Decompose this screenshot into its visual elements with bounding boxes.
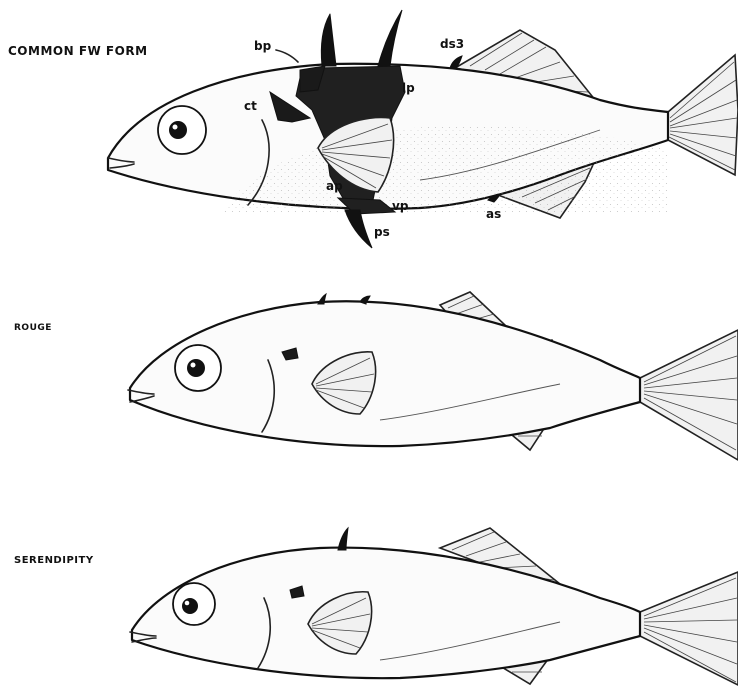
fish-serendipity: [130, 528, 738, 685]
fish-common-fw-form: bp lp ct ds3 ap vp ps as: [108, 10, 738, 248]
caudal-fin: [668, 55, 738, 175]
annotation-ap: ap: [326, 179, 343, 193]
pupil: [169, 121, 187, 139]
annotation-vp: vp: [392, 199, 409, 213]
dorsal-spine-1: [321, 14, 336, 66]
annotation-lp: lp: [402, 81, 415, 95]
annotation-bp: bp: [254, 39, 272, 53]
dorsal-spine: [338, 528, 348, 550]
annotation-ds3: ds3: [440, 37, 464, 51]
pupil: [182, 598, 198, 614]
annotation-ps: ps: [374, 225, 390, 239]
pelvic-spine: [345, 210, 372, 248]
annotation-ct: ct: [244, 99, 257, 113]
pupil: [187, 359, 205, 377]
annotation-as: as: [486, 207, 501, 221]
caudal-fin: [640, 572, 738, 685]
fish-rouge: [128, 292, 738, 460]
dorsal-spine-2: [378, 10, 402, 66]
